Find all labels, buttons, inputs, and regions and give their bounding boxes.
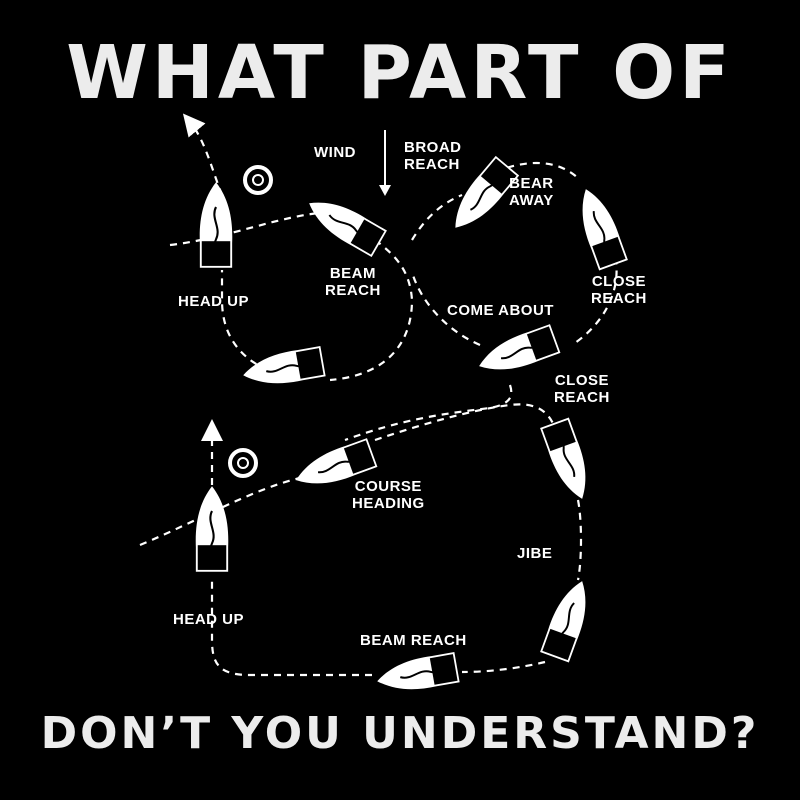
label-bear-away-line-1: BEAR	[509, 175, 554, 192]
label-beam-reach-upper-line-2: REACH	[325, 282, 381, 299]
label-beam-reach-lower: BEAM REACH	[360, 632, 467, 649]
label-course-heading-line-2: HEADING	[352, 495, 425, 512]
sailboat-icon	[373, 650, 461, 698]
title-bottom: DON’T YOU UNDERSTAND?	[40, 708, 760, 759]
life-ring-buoy-icon	[228, 448, 258, 478]
sailboat-icon	[300, 188, 389, 259]
label-jibe: JIBE	[517, 545, 553, 562]
label-close-reach-upper-line-2: REACH	[591, 290, 647, 307]
label-close-reach-upper: CLOSE REACH	[591, 273, 647, 307]
label-broad-reach-line-1: BROAD	[404, 139, 462, 156]
label-close-reach-lower-line-1: CLOSE	[554, 372, 610, 389]
label-beam-reach-upper: BEAM REACH	[325, 265, 381, 299]
label-broad-reach: BROAD REACH	[404, 139, 462, 173]
label-bear-away-line-2: AWAY	[509, 192, 554, 209]
label-head-up-upper: HEAD UP	[178, 293, 250, 310]
sailboat-icon	[538, 574, 598, 664]
label-close-reach-lower-line-2: REACH	[554, 389, 610, 406]
course-path-lower	[139, 403, 583, 677]
label-close-reach-upper-line-1: CLOSE	[591, 273, 647, 290]
life-ring-buoy-icon	[243, 165, 273, 195]
label-head-up-lower: HEAD UP	[173, 611, 245, 628]
wind-label: WIND	[314, 144, 356, 161]
label-beam-reach-upper-line-1: BEAM	[329, 265, 376, 282]
wind-direction-arrow-icon	[379, 130, 391, 196]
label-course-heading: COURSE HEADING	[352, 478, 425, 512]
sailboat-icon	[570, 182, 630, 272]
label-come-about: COME ABOUT	[447, 302, 554, 319]
sailboat-icon	[194, 485, 230, 573]
sailboat-icon	[538, 416, 598, 506]
sailboat-icon	[239, 344, 327, 392]
sailboat-icon	[472, 322, 562, 382]
label-broad-reach-line-2: REACH	[404, 156, 460, 173]
label-bear-away: BEAR AWAY	[509, 175, 554, 209]
sailboat-icon	[198, 181, 234, 269]
label-close-reach-lower: CLOSE REACH	[554, 372, 610, 406]
title-top: WHAT PART OF	[66, 30, 734, 116]
course-path-upper	[169, 113, 618, 442]
label-course-heading-line-1: COURSE	[354, 478, 422, 495]
